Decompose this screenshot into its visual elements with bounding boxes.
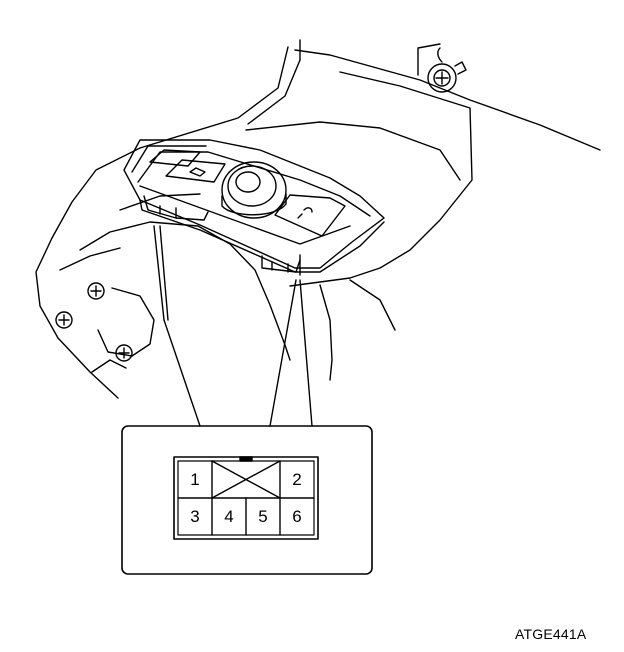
pin-label-6: 6 bbox=[292, 507, 302, 526]
switch-button-left bbox=[149, 149, 201, 167]
mirror-knob bbox=[221, 161, 287, 219]
connector-face bbox=[173, 456, 319, 540]
pin-label-4: 4 bbox=[224, 507, 234, 526]
pin-label-2: 2 bbox=[292, 470, 302, 489]
switch-assembly bbox=[123, 139, 385, 276]
connector-housing-right bbox=[261, 255, 301, 273]
pin-label-3: 3 bbox=[190, 507, 200, 526]
screw-left-upper-icon bbox=[87, 282, 105, 300]
switch-button-select bbox=[165, 159, 226, 183]
leader-lines bbox=[153, 225, 313, 427]
figure-id: ATGE441A bbox=[515, 626, 587, 642]
connector-detail-frame bbox=[121, 425, 373, 575]
console-panel bbox=[35, 39, 601, 399]
screw-left-middle-icon bbox=[55, 311, 73, 329]
pin-label-5: 5 bbox=[258, 507, 268, 526]
pin-label-1: 1 bbox=[190, 470, 200, 489]
screw-left-lower-icon bbox=[115, 344, 133, 362]
screw-top-right-icon bbox=[427, 61, 467, 93]
switch-button-right bbox=[274, 194, 346, 237]
